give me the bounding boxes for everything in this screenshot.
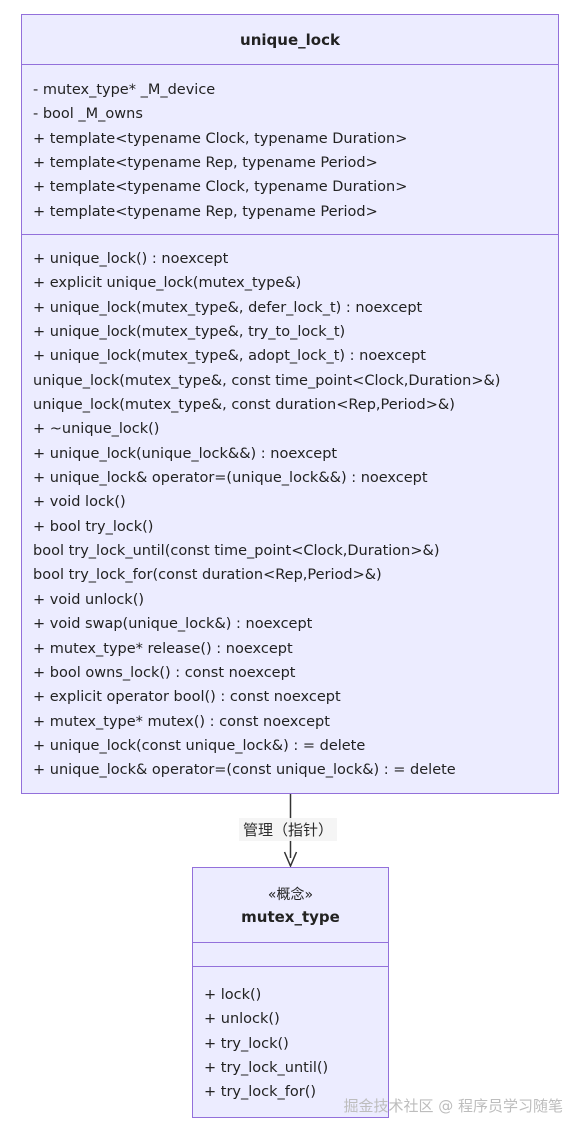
method-item: + unique_lock& operator=(unique_lock&&) … xyxy=(33,470,428,487)
attribute-item: + template<typename Rep, typename Period… xyxy=(33,203,378,220)
method-item: + explicit operator bool() : const noexc… xyxy=(33,689,341,706)
attribute-item: + template<typename Rep, typename Period… xyxy=(33,155,378,172)
watermark: 掘金技术社区 @ 程序员学习随笔 xyxy=(343,1097,563,1115)
attribute-item: - mutex_type* _M_device xyxy=(33,82,216,98)
method-item: unique_lock(mutex_type&, const duration<… xyxy=(33,397,455,414)
method-item: + try_lock() xyxy=(204,1035,289,1052)
method-item: + unique_lock(mutex_type&, try_to_lock_t… xyxy=(33,324,346,341)
method-item: + void swap(unique_lock&) : noexcept xyxy=(33,616,313,633)
attribute-item: + template<typename Clock, typename Dura… xyxy=(33,130,408,147)
method-item: + void unlock() xyxy=(33,591,145,608)
method-item: bool try_lock_for(const duration<Rep,Per… xyxy=(33,567,382,584)
method-item: + mutex_type* mutex() : const noexcept xyxy=(33,713,330,730)
method-item: + unlock() xyxy=(204,1011,280,1028)
unique-lock-class: unique_lock - mutex_type* _M_device - bo… xyxy=(21,14,559,794)
unique-lock-class-header: unique_lock xyxy=(22,15,558,65)
method-item: + try_lock_until() xyxy=(204,1060,329,1077)
class-name: mutex_type xyxy=(241,908,340,926)
stereotype-label: «概念» xyxy=(267,887,314,903)
method-item: + unique_lock(mutex_type&, adopt_lock_t)… xyxy=(33,348,426,365)
method-item: + try_lock_for() xyxy=(204,1084,317,1101)
method-item: + ~unique_lock() xyxy=(33,421,160,438)
unique-lock-attributes: - mutex_type* _M_device - bool _M_owns +… xyxy=(22,65,558,235)
method-item: + bool try_lock() xyxy=(33,518,154,535)
arrow-head-icon xyxy=(283,851,298,868)
method-item: + mutex_type* release() : noexcept xyxy=(33,640,293,657)
method-item: + lock() xyxy=(204,987,262,1003)
method-item: + unique_lock& operator=(const unique_lo… xyxy=(33,762,456,779)
method-item: + unique_lock(unique_lock&&) : noexcept xyxy=(33,445,338,462)
attribute-item: + template<typename Clock, typename Dura… xyxy=(33,179,408,196)
method-item: + explicit unique_lock(mutex_type&) xyxy=(33,275,302,292)
method-item: + unique_lock(mutex_type&, defer_lock_t)… xyxy=(33,299,423,316)
class-name: unique_lock xyxy=(240,30,340,49)
relation-label: 管理（指针） xyxy=(239,818,338,841)
unique-lock-methods: + unique_lock() : noexcept + explicit un… xyxy=(22,235,558,793)
mutex-type-attributes xyxy=(193,943,388,967)
mutex-type-methods: + lock() + unlock() + try_lock() + try_l… xyxy=(193,967,388,1117)
attribute-item: - bool _M_owns xyxy=(33,106,143,123)
method-item: + unique_lock() : noexcept xyxy=(33,251,229,267)
method-item: + unique_lock(const unique_lock&) : = de… xyxy=(33,737,366,754)
method-item: unique_lock(mutex_type&, const time_poin… xyxy=(33,372,501,389)
mutex-type-class-header: «概念» mutex_type xyxy=(193,868,388,943)
method-item: bool try_lock_until(const time_point<Clo… xyxy=(33,543,440,560)
method-item: + bool owns_lock() : const noexcept xyxy=(33,664,296,681)
method-item: + void lock() xyxy=(33,494,126,511)
mutex-type-class: «概念» mutex_type + lock() + unlock() + tr… xyxy=(192,867,389,1118)
